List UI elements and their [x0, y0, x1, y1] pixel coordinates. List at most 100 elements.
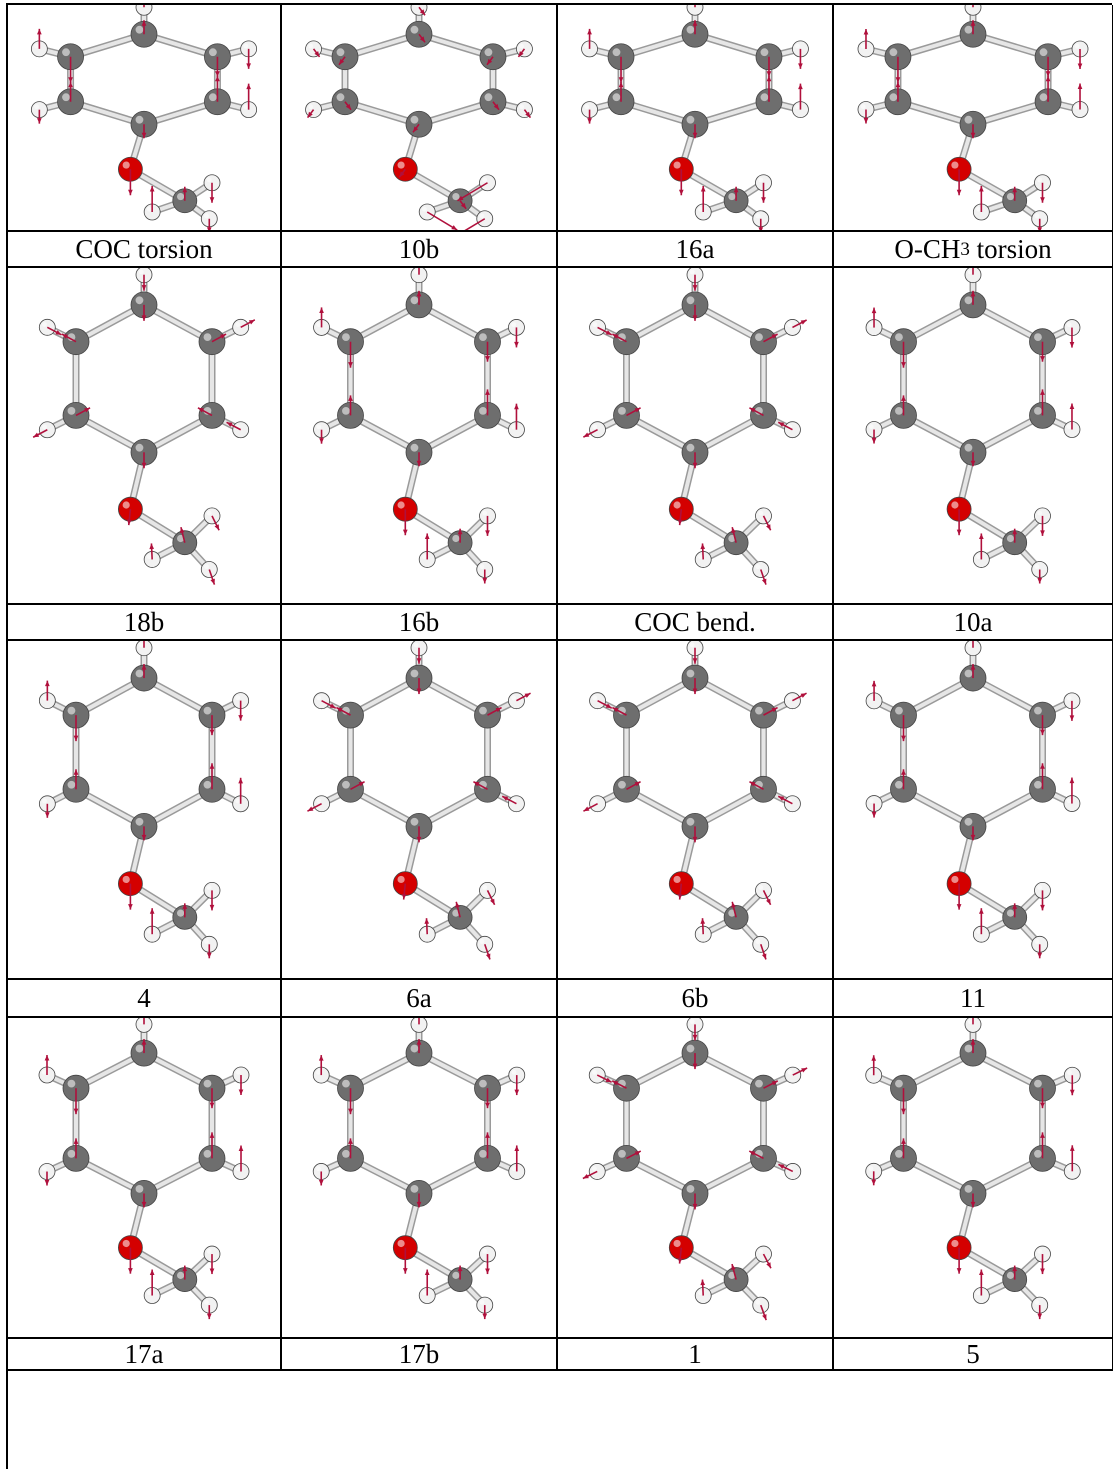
carbon-atom-shine: [1006, 909, 1015, 917]
mode-label-text: 4: [137, 982, 151, 1013]
hydrogen-atom-shine: [316, 695, 322, 701]
carbon-atom: [613, 775, 640, 803]
carbon-atom: [750, 1074, 777, 1102]
mode-label-text-part: O-CH: [894, 233, 961, 264]
atom-group: [588, 1018, 802, 1314]
hydrogen-atom-shine: [592, 1069, 597, 1075]
carbon-atom-shine: [67, 1149, 76, 1158]
hydrogen-atom-shine: [967, 5, 973, 7]
mode-cell-15: [834, 1018, 1113, 1339]
hydrogen-atom: [313, 692, 330, 710]
carbon-atom: [331, 43, 359, 71]
hydrogen-atom-shine: [755, 1299, 761, 1305]
arrow-head: [605, 330, 612, 335]
arrow-head: [1040, 763, 1045, 769]
hydrogen-atom-shine: [1067, 1070, 1072, 1075]
hydrogen-atom-shine: [41, 1069, 47, 1075]
atom-group: [38, 268, 250, 578]
arrow-head: [1069, 403, 1075, 410]
arrow-group: [587, 5, 803, 230]
carbon-atom-shine: [479, 333, 487, 342]
carbon-atom-shine: [203, 406, 212, 415]
carbon-atom-shine: [452, 192, 460, 201]
arrow-head: [141, 462, 147, 469]
carbon-atom: [750, 775, 777, 803]
arrow-group: [319, 268, 519, 584]
carbon-atom-shine: [135, 1044, 144, 1053]
carbon-atom: [198, 328, 226, 356]
arrow-head: [1040, 1268, 1045, 1275]
carbon-atom-shine: [342, 406, 350, 415]
carbon-atom-shine: [895, 1079, 903, 1088]
carbon-atom-shine: [479, 406, 487, 415]
arrow-head: [149, 908, 155, 914]
arrow-head: [692, 1203, 698, 1210]
arrow-head: [37, 28, 42, 35]
oxygen-atom-shine: [122, 1239, 130, 1248]
carbon-atom-shine: [203, 706, 212, 715]
arrow-head: [758, 227, 764, 230]
carbon-atom: [750, 328, 777, 356]
arrow-head: [339, 58, 345, 65]
carbon-atom-shine: [895, 406, 903, 415]
hydrogen-atom-shine: [1074, 104, 1080, 110]
arrow-head: [1040, 729, 1045, 736]
carbon-atom-shine: [618, 706, 626, 715]
arrow-head: [68, 77, 73, 83]
carbon-atom-shine: [1034, 706, 1042, 715]
carbon-atom-shine: [964, 443, 973, 452]
hydrogen-atom: [305, 101, 322, 119]
hydrogen-atom-shine: [422, 928, 427, 934]
arrow-head: [1069, 777, 1075, 784]
arrow-head: [778, 1164, 785, 1169]
arrow-group: [37, 5, 251, 230]
arrow-group: [318, 1018, 520, 1320]
arrow-head: [871, 680, 877, 687]
hydrogen-atom-shine: [511, 322, 517, 328]
arrow-head: [798, 83, 803, 90]
arrow-head: [766, 524, 771, 531]
carbon-atom-shine: [135, 669, 144, 678]
arrow-head: [319, 307, 324, 313]
hydrogen-atom-shine: [243, 43, 249, 49]
mode-label-text: 17b: [398, 1339, 440, 1369]
arrow-head: [771, 707, 778, 713]
arrow-head: [766, 898, 771, 905]
arrow-head: [618, 77, 624, 83]
hydrogen-atom: [784, 795, 801, 813]
oxygen-atom-shine: [122, 161, 130, 169]
hydrogen-atom: [589, 692, 606, 710]
arrow-head: [749, 781, 756, 787]
arrow-head: [1045, 71, 1051, 77]
arrow-head: [700, 543, 706, 550]
carbon-atom-shine: [135, 817, 144, 826]
carbon-atom-shine: [203, 1079, 212, 1088]
carbon-atom-shine: [755, 780, 763, 789]
arrow-head: [209, 904, 215, 911]
mode-label-text: 17a: [124, 1339, 164, 1369]
hydrogen-atom-shine: [967, 1019, 973, 1024]
hydrogen-atom-shine: [592, 1166, 597, 1172]
arrow-head: [901, 362, 906, 368]
carbon-atom-shine: [203, 780, 212, 789]
carbon-atom-shine: [686, 1185, 695, 1193]
mode-label-2: 16a: [558, 232, 834, 268]
carbon-atom-shine: [67, 333, 76, 342]
molecule-image-5: [313, 268, 525, 584]
carbon-atom-shine: [410, 25, 419, 34]
arrow-head: [424, 1269, 430, 1276]
arrow-head: [318, 1055, 324, 1061]
carbon-atom-shine: [208, 48, 217, 57]
carbon-atom-shine: [895, 780, 903, 789]
hydrogen-atom-shine: [479, 213, 485, 219]
carbon-atom: [474, 701, 501, 729]
molecule-image-9: [307, 641, 531, 960]
molecule-image-12: [38, 1018, 250, 1320]
carbon-atom-shine: [964, 296, 973, 305]
arrow-head: [246, 63, 251, 69]
arrow-head: [416, 460, 422, 467]
hydrogen-atom-shine: [1066, 695, 1072, 701]
hydrogen-atom-shine: [204, 213, 209, 219]
arrow-head: [583, 432, 590, 438]
arrow-head: [677, 1257, 683, 1264]
